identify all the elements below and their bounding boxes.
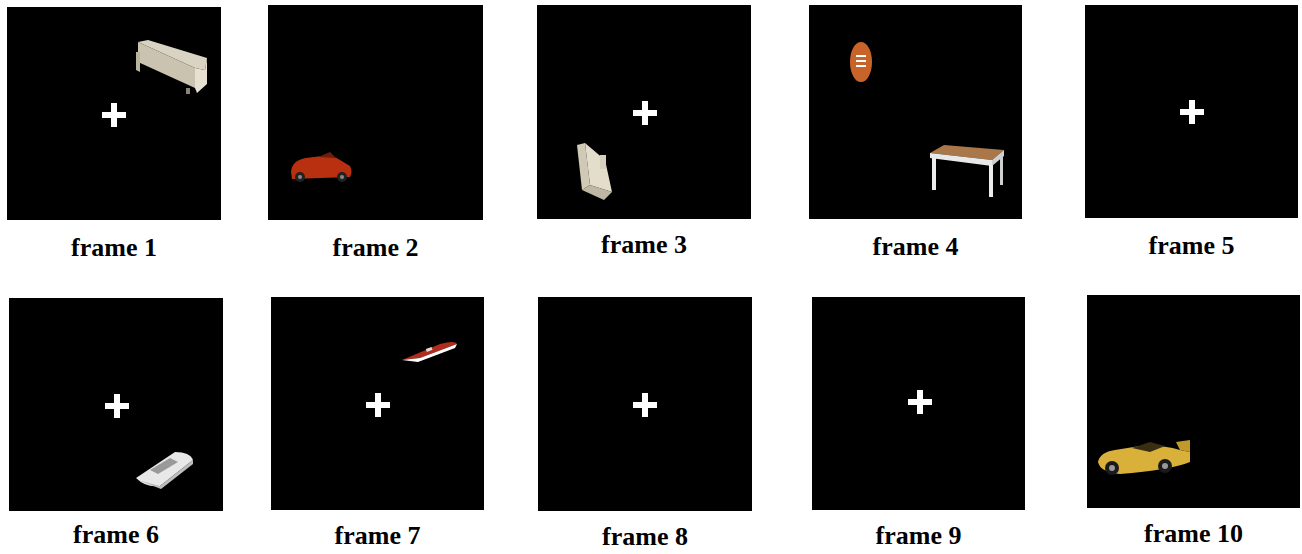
frame-box: frame 4 [809,5,1022,219]
frame-box: frame 7 [271,297,484,510]
sofa-object [577,143,612,200]
frame-label: frame 3 [601,231,687,260]
frame-label: frame 4 [873,233,959,262]
frame-label: frame 5 [1149,232,1235,261]
boat-object [402,342,457,362]
frame-box: frame 9 [812,297,1025,510]
frame-box: frame 10 [1087,295,1300,508]
boat-object [136,452,193,489]
fixation-crosses [102,100,1204,418]
sofa-object [136,40,207,94]
frame-box: frame 3 [537,5,751,219]
frame-label: frame 8 [602,523,688,552]
car-object [1098,440,1190,475]
table-object [930,145,1004,197]
frame-label: frame 1 [71,234,157,263]
frame-box: frame 6 [9,298,223,511]
frame-label: frame 2 [333,234,419,263]
frame-label: frame 10 [1144,520,1243,549]
frame-box: frame 1 [7,7,221,220]
frame-box: frame 2 [268,5,483,220]
frame-label: frame 6 [73,521,159,550]
frame-box: frame 8 [538,297,752,511]
car-object [291,152,352,182]
frame-label: frame 7 [335,522,421,551]
frame-box: frame 5 [1085,5,1298,218]
football-object [850,42,872,82]
frame-backgrounds [7,5,1300,511]
frame-label: frame 9 [876,522,962,551]
